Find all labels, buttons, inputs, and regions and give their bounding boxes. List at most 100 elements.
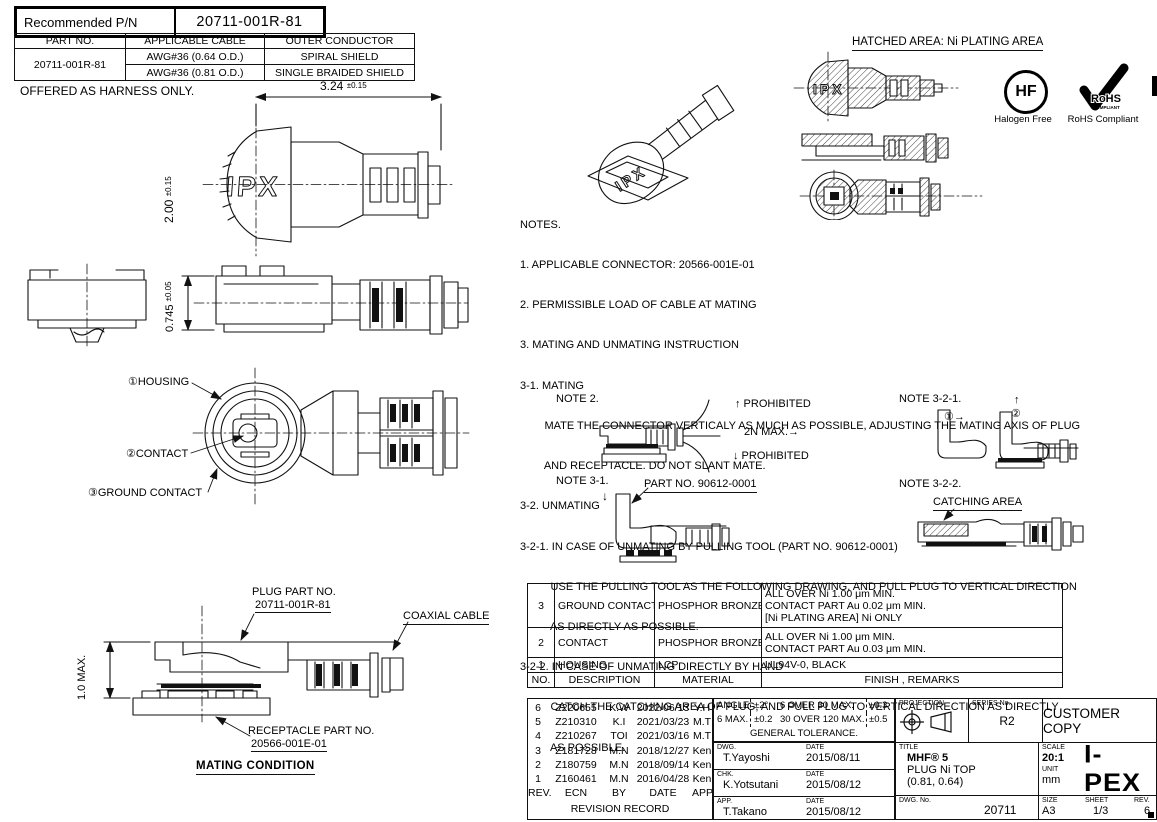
tol-angle-val: ±2° — [750, 699, 776, 713]
sheet-value: 1/3 — [1093, 805, 1109, 817]
series-value: R2 — [999, 714, 1015, 728]
notes-line: AS POSSIBLE. — [520, 741, 626, 754]
rev-cell: Z210267 — [555, 730, 597, 743]
notes-line: CATCH THE CATCHING AREA OF PLUG, AND PUL… — [520, 701, 1059, 714]
bom-material: LCP — [654, 657, 762, 673]
mated-height-label: 1.0 MAX. — [76, 654, 88, 700]
ipx-mark-hatched: IPX — [813, 81, 845, 97]
rev-cell: 2022/06/13 — [636, 702, 690, 715]
note31-drawing — [615, 487, 730, 563]
bom-row-1: 1 HOUSING LCP UL94V-0, BLACK — [527, 657, 1063, 673]
note322-drawing — [917, 508, 1084, 551]
rev-cell: K.W — [609, 702, 629, 715]
rev-cell: 2021/03/16 — [636, 730, 690, 743]
tol-mid-label: 6 OVER 30 MAX. — [780, 700, 854, 711]
rev-header: REV. — [528, 787, 552, 800]
rev-cell: Z220655 — [555, 702, 597, 715]
rev-cell: TOI — [610, 730, 628, 743]
rev-cell: 5 — [535, 716, 541, 729]
rev-header: DATE — [649, 787, 677, 800]
bom-finish-line: [Ni PLATING AREA] Ni ONLY — [765, 611, 903, 624]
recommended-pn-label: Recommended P/N — [17, 9, 176, 35]
top-view-drawing: IPX — [202, 93, 456, 257]
sheet-edge-mark — [1152, 76, 1157, 96]
label-housing: ①HOUSING — [128, 376, 190, 388]
unit-label: UNIT — [1042, 766, 1059, 773]
rev-cell: Ken — [692, 773, 712, 786]
receptacle-part-number: 20566-001E-01 — [251, 738, 327, 753]
rev-header: ECN — [564, 787, 588, 800]
hf-glyph: HF — [1015, 83, 1037, 100]
tol-mid-val: ±0.3 — [866, 699, 894, 713]
note321-arrow: ↑ — [1014, 394, 1020, 406]
title-line2: PLUG Ni TOP — [907, 764, 976, 776]
isometric-view-drawing: IPX — [587, 84, 735, 205]
bom-desc: HOUSING — [554, 657, 655, 673]
rev-header: BY — [611, 787, 626, 800]
rev-cell: Y.H — [693, 702, 711, 715]
hatched-area-label: HATCHED AREA: Ni PLATING AREA — [852, 36, 1044, 52]
dim-length-tol: ±0.15 — [346, 81, 367, 90]
title-line1: MHF® 5 — [907, 752, 949, 764]
app-label: APP. — [717, 798, 733, 805]
rev-cell: 4 — [535, 730, 541, 743]
dwgno-label: DWG. No. — [899, 797, 931, 804]
bom-no: 1 — [527, 657, 555, 673]
note321-drawing — [937, 409, 1079, 469]
dim-width-tol: ±0.15 — [164, 176, 173, 197]
plug-part-number: 20711-001R-81 — [255, 599, 331, 614]
note31-arrow: ↓ — [602, 489, 608, 503]
series-label: SERIES No. — [972, 700, 1011, 707]
plug-part-label-text: PLUG PART NO. — [252, 586, 336, 598]
note322-title: NOTE 3-2-2. — [899, 478, 962, 490]
bom-finish-line: ALL OVER Ni 1.00 μm MIN. — [765, 587, 895, 600]
dwg-date: 2015/08/11 — [806, 752, 861, 764]
label-ground-contact: ③GROUND CONTACT — [88, 487, 203, 499]
size-label: SIZE — [1042, 797, 1058, 804]
bom-col-finish: FINISH , REMARKS — [761, 672, 1063, 688]
rev-cell: Z181728 — [555, 744, 597, 757]
size-value: A3 — [1042, 805, 1056, 817]
tol-small-val: ±0.2 — [750, 713, 776, 727]
cable-row0-outer: SPIRAL SHIELD — [264, 48, 415, 65]
rev-cell: 2018/12/27 — [636, 744, 690, 757]
note321-title: NOTE 3-2-1. — [899, 393, 962, 405]
bom-finish: ALL OVER Ni 1.00 μm MIN. CONTACT PART Au… — [761, 627, 1063, 658]
bom-no: 3 — [527, 583, 555, 628]
coaxial-cable-label: COAXIAL CABLE — [403, 610, 490, 625]
general-tolerance-caption: GENERAL TOLERANCE. — [749, 728, 859, 739]
bom-finish-line: CONTACT PART Au 0.03 μm MIN. — [765, 642, 926, 655]
sheet-label: SHEET — [1085, 797, 1109, 804]
note2-down-label: ↓ PROHIBITED — [733, 450, 809, 462]
notes-line: 3-1. MATING — [520, 379, 584, 392]
bom-material: PHOSPHOR BRONZE — [654, 583, 762, 628]
recommended-pn-value: 20711-001R-81 — [196, 14, 303, 30]
chk-date: 2015/08/12 — [806, 779, 862, 791]
date-label: DATE — [806, 771, 825, 778]
scale-label: SCALE — [1042, 744, 1065, 751]
unit-value: mm — [1042, 774, 1061, 786]
bom-row-2: 2 CONTACT PHOSPHOR BRONZE ALL OVER Ni 1.… — [527, 627, 1063, 658]
receptacle-part-label: RECEPTACLE PART NO. 20566-001E-01 — [248, 725, 375, 753]
cable-col-part: PART NO. — [14, 33, 126, 49]
rev-cell: 2018/09/14 — [636, 758, 690, 771]
rev-label: REV. — [1134, 797, 1150, 804]
bom-finish-line: CONTACT PART Au 0.02 μm MIN. — [765, 599, 926, 612]
side-view-left-drawing — [27, 263, 147, 349]
dim-length: 3.24 ±0.15 — [320, 79, 367, 94]
note31-part-label: PART NO. 90612-0001 — [644, 478, 757, 493]
dwgno-value: 20711 — [984, 803, 1017, 817]
tol-angle-label: ANGLE — [717, 700, 750, 711]
cable-col-outer: OUTER CONDUCTOR — [264, 33, 415, 49]
chk-name: K.Yotsutani — [723, 779, 779, 791]
rev-cell: 6 — [535, 702, 541, 715]
note2-up-label: ↑ PROHIBITED — [735, 398, 811, 410]
sheet-corner-mark — [1148, 812, 1154, 818]
tol-large-label: 30 OVER 120 MAX. — [780, 714, 865, 725]
receptacle-part-label-text: RECEPTACLE PART NO. — [248, 725, 375, 737]
rev-cell: Z180759 — [555, 758, 597, 771]
scale-value: 20:1 — [1042, 752, 1065, 764]
rev-cell: 3 — [535, 744, 541, 757]
